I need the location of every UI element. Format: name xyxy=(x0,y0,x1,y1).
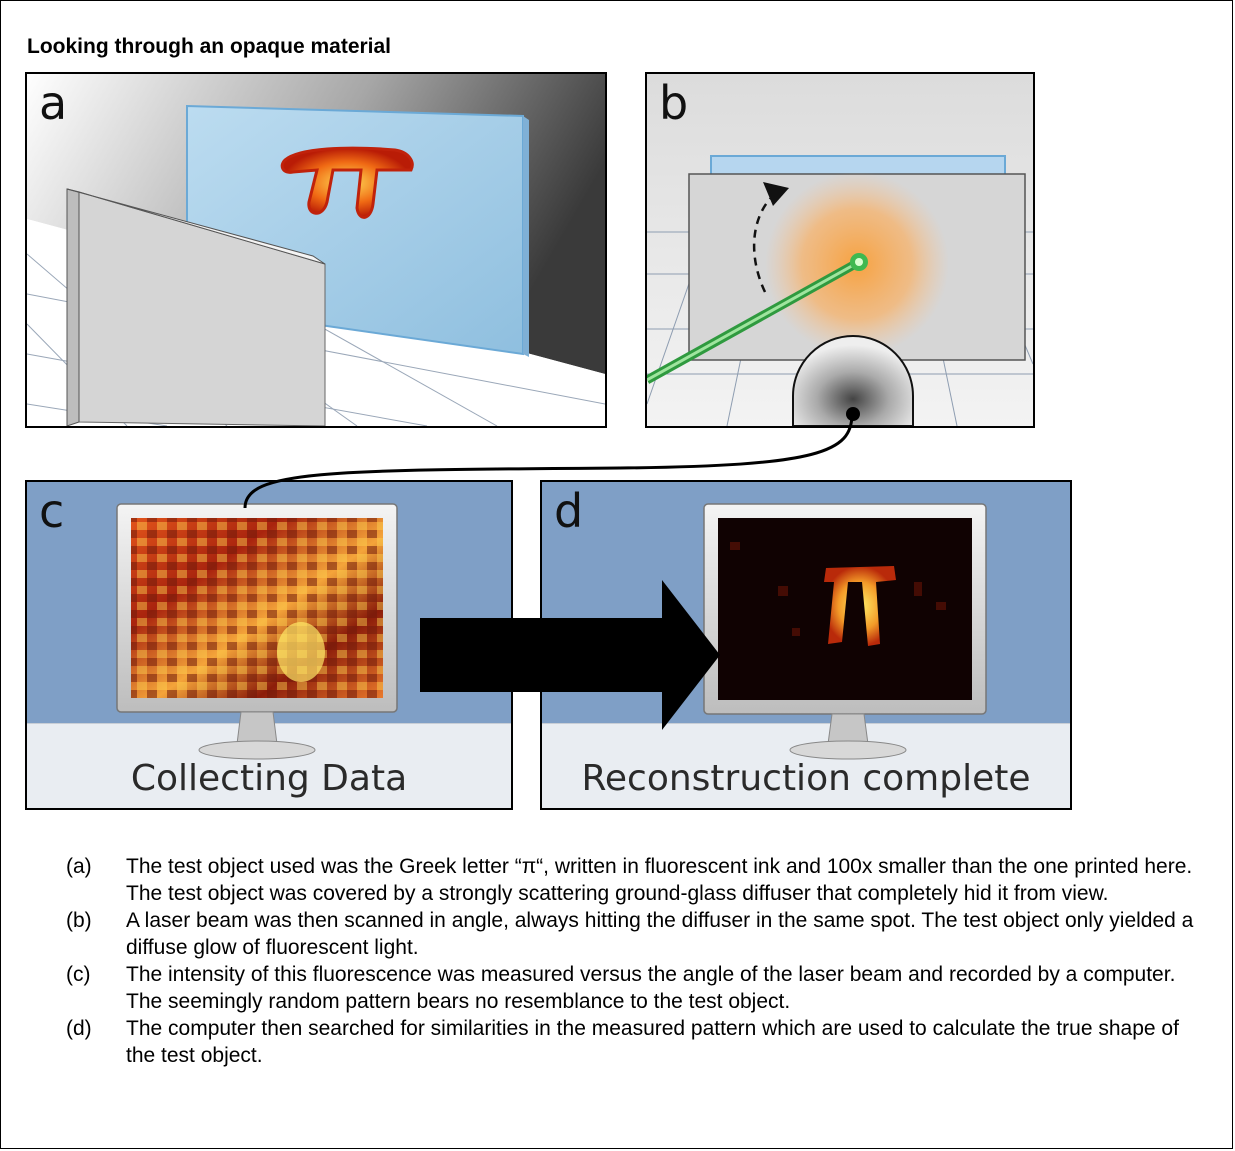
caption-marker-b: (b) xyxy=(66,909,92,932)
pi-reconstructed xyxy=(824,566,896,646)
monitor-d xyxy=(703,503,987,760)
arrow-right xyxy=(420,580,720,730)
panel-a: a xyxy=(25,72,607,428)
panel-b-label: b xyxy=(659,76,689,130)
panel-b: b xyxy=(645,72,1035,428)
caption-list: (a) The test object used was the Greek le… xyxy=(66,853,1201,1069)
panel-d-label: d xyxy=(554,484,584,538)
monitor-c xyxy=(116,503,398,760)
caption-text-c: The intensity of this fluorescence was m… xyxy=(126,963,1176,1013)
panel-c: c Collecting Data xyxy=(25,480,513,810)
panel-d: d Reconstruction complete xyxy=(540,480,1072,810)
caption-marker-a: (a) xyxy=(66,855,92,878)
panel-c-caption: Collecting Data xyxy=(130,758,408,799)
caption-item-b: (b) A laser beam was then scanned in angl… xyxy=(66,907,1201,961)
caption-text-a: The test object used was the Greek lette… xyxy=(126,855,1193,905)
figure-title: Looking through an opaque material xyxy=(27,35,392,58)
caption-item-a: (a) The test object used was the Greek le… xyxy=(66,853,1201,907)
panel-a-label: a xyxy=(39,76,68,130)
caption-item-d: (d) The computer then searched for simila… xyxy=(66,1015,1201,1069)
caption-text-b: A laser beam was then scanned in angle, … xyxy=(126,909,1194,959)
panel-a-scene xyxy=(27,74,605,426)
panel-b-scene xyxy=(647,74,1033,426)
caption-marker-d: (d) xyxy=(66,1017,92,1040)
caption-item-c: (c) The intensity of this fluorescence wa… xyxy=(66,961,1201,1015)
caption-text-d: The computer then searched for similarit… xyxy=(126,1017,1179,1067)
caption-marker-c: (c) xyxy=(66,963,91,986)
panel-c-label: c xyxy=(39,484,65,538)
pi-object xyxy=(280,146,414,219)
panel-d-caption: Reconstruction complete xyxy=(581,758,1031,799)
panel-d-floor xyxy=(542,723,1070,808)
